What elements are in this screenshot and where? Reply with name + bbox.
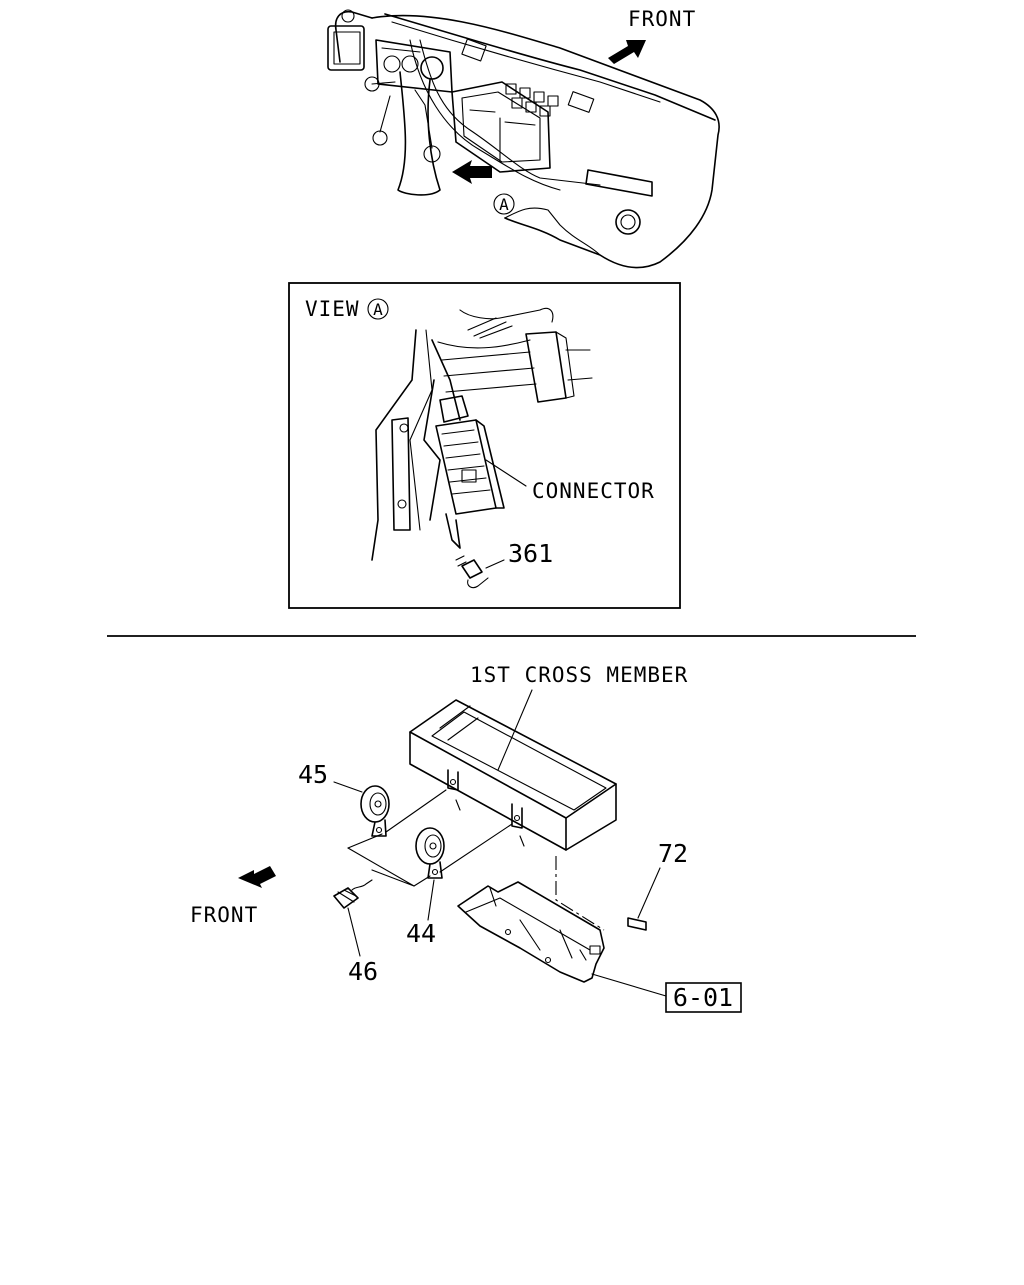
bolt-361-icon: [455, 555, 489, 589]
view-a-title-marker: A: [373, 300, 383, 319]
connector-label: CONNECTOR: [532, 479, 655, 503]
cross-member-leader: [497, 689, 533, 771]
horn-45-icon: [360, 785, 390, 837]
part-45-leader: [333, 781, 363, 793]
part-72-leader: [637, 867, 661, 919]
dashboard-illustration: FRONT A: [327, 7, 720, 269]
bolt-46-icon: [333, 879, 373, 909]
part-361-leader: [485, 559, 505, 569]
front-arrow-icon: [608, 40, 646, 64]
clip-72-icon: [627, 917, 647, 931]
under-shield-part: [457, 881, 605, 983]
part-72-label: 72: [658, 839, 688, 868]
front-label-bottom: FRONT: [190, 903, 258, 927]
connector-leader: [485, 459, 527, 487]
horn-assembly-illustration: 1ST CROSS MEMBER 45: [190, 663, 742, 1013]
part-45-label: 45: [298, 760, 328, 789]
view-a-frame: [288, 282, 681, 609]
connector-part: [435, 419, 505, 515]
ref-box-frame: [665, 982, 742, 1013]
part-46-leader: [347, 907, 361, 957]
view-a-arrow-icon: [452, 160, 492, 184]
view-marker-circle: [493, 193, 515, 215]
view-marker-label: A: [499, 195, 509, 214]
front-arrow-bottom-icon: [238, 866, 276, 888]
view-a-title: VIEW: [305, 297, 360, 321]
part-44-label: 44: [406, 919, 436, 948]
view-a-title-circle: [367, 298, 389, 320]
ref-box-label: 6-01: [673, 983, 733, 1012]
view-a-detail: VIEW A CONNECTOR: [288, 282, 681, 609]
part-361-label: 361: [508, 539, 553, 568]
part-44-leader: [427, 879, 435, 921]
cross-member-label: 1ST CROSS MEMBER: [470, 663, 688, 687]
part-46-label: 46: [348, 957, 378, 986]
horn-44-icon: [415, 827, 445, 879]
front-label-top: FRONT: [628, 7, 696, 31]
ref-box-leader: [591, 973, 667, 997]
switch-row: [505, 83, 559, 117]
